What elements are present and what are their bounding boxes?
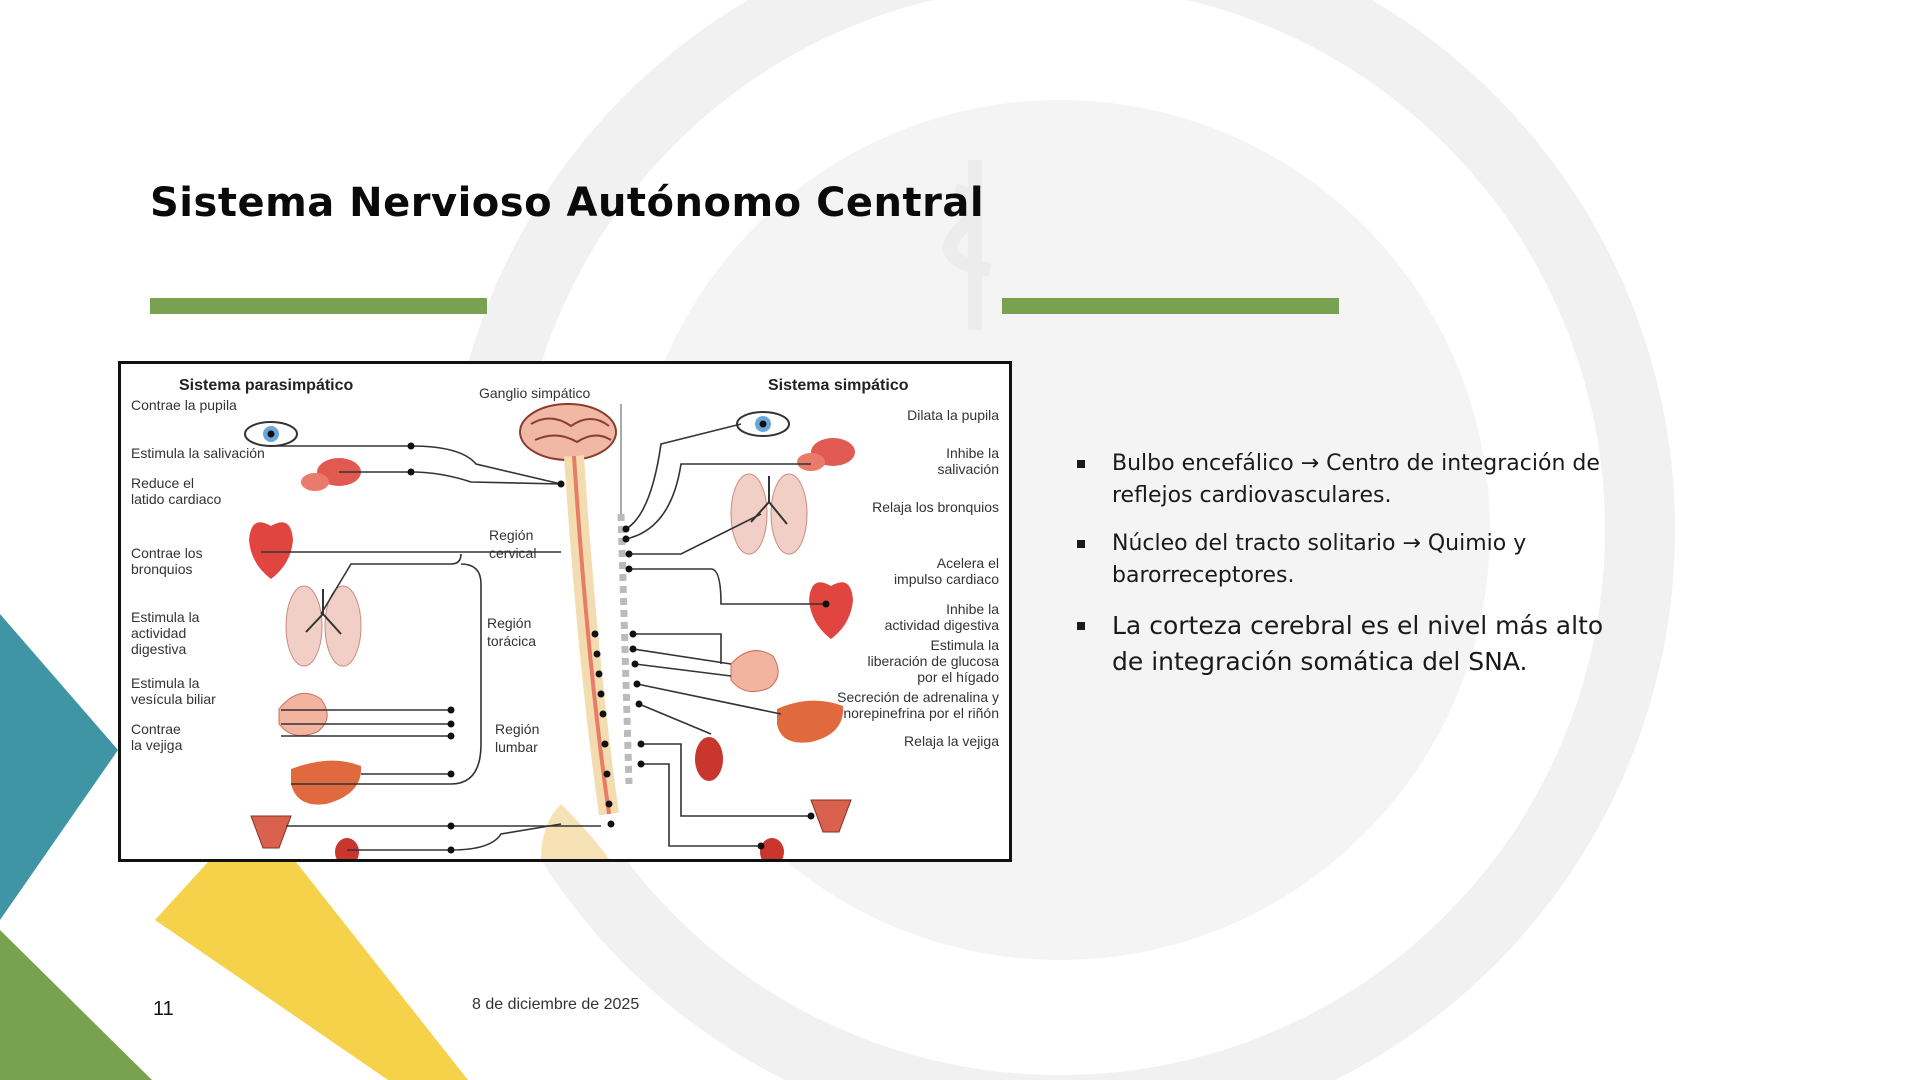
parasympathetic-label-6-0: Contrae bbox=[131, 721, 181, 737]
slide-title: Sistema Nervioso Autónomo Central bbox=[150, 180, 985, 226]
sympathetic-label-1-0: Inhibe la bbox=[946, 445, 999, 461]
sympathetic-label-1-1: salivación bbox=[938, 461, 999, 477]
region-cervical-1: Región bbox=[489, 527, 533, 543]
parasympathetic-pathways bbox=[261, 445, 601, 851]
ganglion-label: Ganglio simpático bbox=[479, 385, 590, 401]
parasympathetic-label-4-2: digestiva bbox=[131, 641, 186, 657]
bullet-item: Bulbo encefálico → Centro de integración… bbox=[1072, 448, 1632, 512]
ganglion-dots bbox=[407, 442, 830, 854]
parasympathetic-header: Sistema parasimpático bbox=[179, 377, 354, 394]
left-stomach-icon bbox=[278, 692, 328, 737]
sacrum-shape bbox=[541, 804, 609, 859]
title-underline-left bbox=[150, 298, 487, 314]
sympathetic-label-6-1: norepinefrina por el riñón bbox=[843, 705, 999, 721]
right-lungs-icon bbox=[730, 473, 808, 555]
bullet-marker bbox=[1077, 460, 1085, 468]
slide-date: 8 de diciembre de 2025 bbox=[472, 996, 640, 1013]
parasympathetic-label-0-0: Contrae la pupila bbox=[131, 397, 237, 413]
sympathetic-label-7-0: Relaja la vejiga bbox=[904, 733, 999, 749]
sympathetic-label-3-0: Acelera el bbox=[937, 555, 999, 571]
page-number: 11 bbox=[153, 998, 174, 1020]
left-heart-icon bbox=[249, 522, 293, 579]
parasympathetic-label-5-1: vesícula biliar bbox=[131, 691, 216, 707]
sympathetic-label-2-0: Relaja los bronquios bbox=[872, 499, 999, 515]
right-stomach-icon bbox=[730, 650, 779, 693]
region-lumbar-2: lumbar bbox=[495, 739, 538, 755]
region-lumbar-1: Región bbox=[495, 721, 539, 737]
left-liver-icon bbox=[291, 760, 362, 805]
region-cervical-2: cervical bbox=[489, 545, 536, 561]
right-bladder-icon bbox=[810, 799, 852, 833]
right-adrenal-kidney-icon bbox=[695, 737, 723, 781]
sympathetic-header: Sistema simpático bbox=[768, 377, 909, 394]
parasympathetic-label-4-1: actividad bbox=[131, 625, 186, 641]
left-kidney-icon bbox=[335, 838, 359, 859]
right-salivary-gland-icon bbox=[797, 438, 855, 471]
brain-shape bbox=[519, 403, 617, 461]
green-triangle bbox=[0, 930, 152, 1080]
sympathetic-label-0-0: Dilata la pupila bbox=[907, 407, 999, 423]
right-kidney-bottom-icon bbox=[760, 838, 784, 859]
sympathetic-label-5-0: Estimula la bbox=[931, 637, 1000, 653]
sympathetic-chain bbox=[617, 513, 633, 785]
sympathetic-label-3-1: impulso cardiaco bbox=[894, 571, 999, 587]
sympathetic-label-5-2: por el hígado bbox=[917, 669, 999, 685]
bullet-marker bbox=[1077, 540, 1085, 548]
bullet-item: La corteza cerebral es el nivel más alto… bbox=[1072, 608, 1632, 680]
parasympathetic-label-1-0: Estimula la salivación bbox=[131, 445, 265, 461]
sympathetic-label-4-0: Inhibe la bbox=[946, 601, 999, 617]
left-salivary-gland-icon bbox=[301, 458, 361, 491]
spinal-cord bbox=[572, 455, 611, 815]
parasympathetic-label-6-1: la vejiga bbox=[131, 737, 183, 753]
parasympathetic-label-5-0: Estimula la bbox=[131, 675, 200, 691]
autonomic-nervous-system-diagram: Sistema parasimpático Sistema simpático … bbox=[118, 361, 1012, 862]
left-bladder-icon bbox=[250, 815, 292, 849]
sympathetic-pathways bbox=[625, 423, 826, 847]
bullet-item: Núcleo del tracto solitario → Quimio y b… bbox=[1072, 528, 1632, 592]
sympathetic-label-5-1: liberación de glucosa bbox=[867, 653, 999, 669]
bullet-list: Bulbo encefálico → Centro de integración… bbox=[1072, 448, 1632, 696]
right-liver-icon bbox=[777, 700, 844, 743]
parasympathetic-label-2-1: latido cardiaco bbox=[131, 491, 221, 507]
right-eye-icon bbox=[736, 411, 790, 437]
region-thoracic-1: Región bbox=[487, 615, 531, 631]
yellow-stripe bbox=[155, 862, 468, 1080]
left-eye-icon bbox=[244, 421, 298, 447]
sympathetic-label-6-0: Secreción de adrenalina y bbox=[837, 689, 999, 705]
parasympathetic-label-3-1: bronquios bbox=[131, 561, 193, 577]
right-heart-icon bbox=[809, 582, 853, 639]
title-underline-right bbox=[1002, 298, 1339, 314]
teal-triangle bbox=[0, 614, 118, 920]
region-thoracic-2: torácica bbox=[487, 633, 536, 649]
sympathetic-label-4-1: actividad digestiva bbox=[885, 617, 1000, 633]
parasympathetic-label-4-0: Estimula la bbox=[131, 609, 200, 625]
bullet-marker bbox=[1077, 622, 1085, 630]
parasympathetic-label-2-0: Reduce el bbox=[131, 475, 194, 491]
parasympathetic-label-3-0: Contrae los bbox=[131, 545, 203, 561]
left-lungs-icon bbox=[285, 585, 362, 667]
